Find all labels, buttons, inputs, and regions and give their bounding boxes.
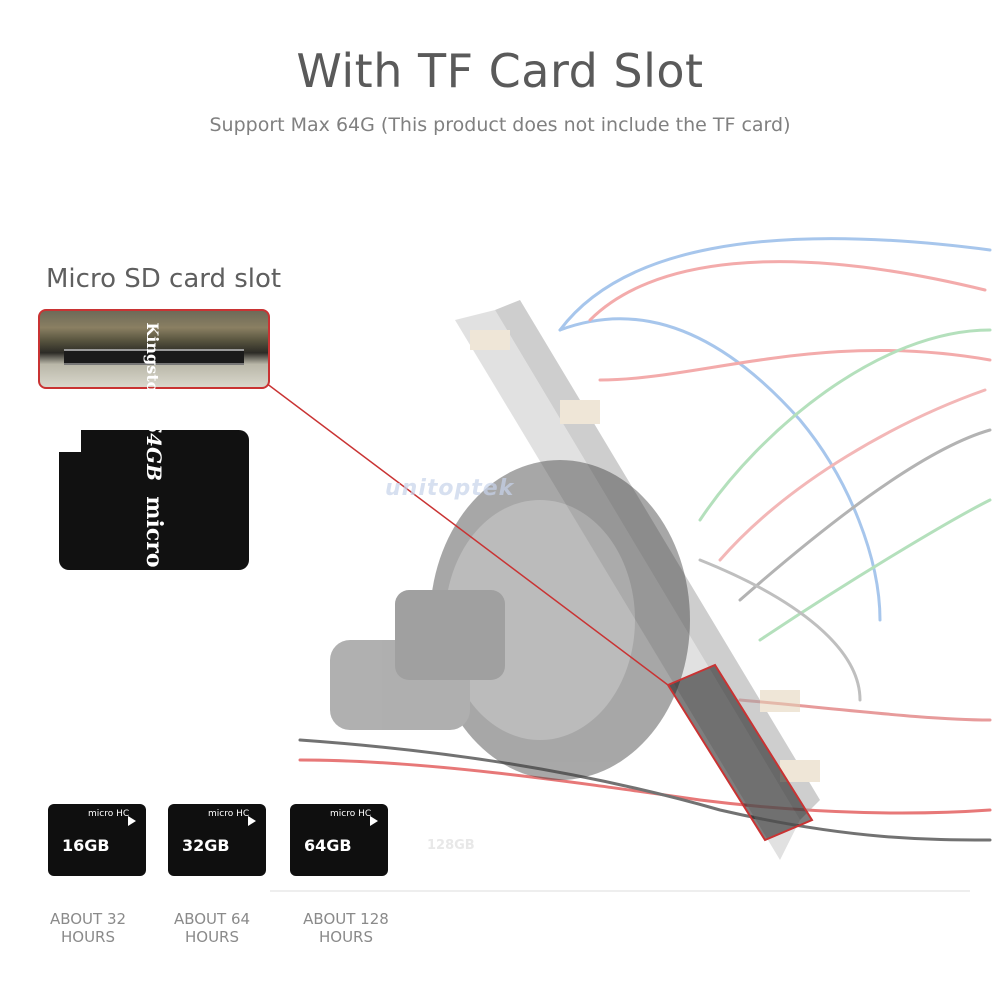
sd-slot-closeup-image bbox=[38, 309, 270, 389]
card-capacity: 64GB bbox=[304, 836, 352, 855]
micro-hc-logo: micro HC bbox=[208, 809, 250, 819]
sd-slot-opening bbox=[64, 349, 244, 365]
big-card-brand: Kingston bbox=[143, 322, 162, 404]
card-capacity: 32GB bbox=[182, 836, 230, 855]
big-card-type: micro SD bbox=[141, 496, 167, 611]
kingston-sd-card-image: Kingston 64GB micro SD XC I bbox=[59, 322, 249, 678]
sd-card-16gb: micro HC 16GB bbox=[48, 804, 146, 876]
sd-slot-label: Micro SD card slot bbox=[46, 264, 282, 294]
micro-hc-logo: micro HC bbox=[330, 809, 372, 819]
page-title: With TF Card Slot bbox=[296, 44, 704, 98]
recording-hours-64gb: ABOUT 128 HOURS bbox=[303, 910, 389, 946]
recording-hours-16gb: ABOUT 32 HOURS bbox=[49, 910, 127, 946]
arrow-icon bbox=[248, 816, 256, 826]
big-card-capacity: 64GB bbox=[142, 419, 166, 481]
ghost-128gb-label: 128GB bbox=[427, 838, 475, 853]
big-card-text: Kingston 64GB micro SD XC I bbox=[141, 322, 167, 677]
sd-card-32gb: micro HC 32GB bbox=[168, 804, 266, 876]
micro-hc-logo: micro HC bbox=[88, 809, 130, 819]
page-subtitle: Support Max 64G (This product does not i… bbox=[209, 114, 791, 136]
arrow-icon bbox=[370, 816, 378, 826]
sd-card-64gb: micro HC 64GB bbox=[290, 804, 388, 876]
arrow-icon bbox=[128, 816, 136, 826]
card-capacity: 16GB bbox=[62, 836, 110, 855]
recording-hours-32gb: ABOUT 64 HOURS bbox=[173, 910, 251, 946]
card-notch bbox=[59, 430, 81, 452]
big-card-type-2: XC I bbox=[141, 625, 167, 678]
watermark-text: unitoptek bbox=[385, 476, 515, 501]
